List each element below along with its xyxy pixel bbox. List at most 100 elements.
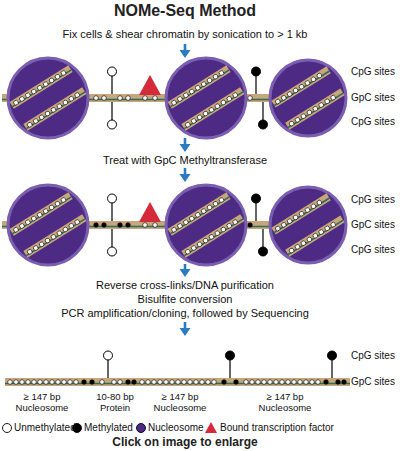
- gpc-unmethylated: [37, 212, 43, 218]
- gpc-unmethylated: [48, 77, 54, 83]
- arrow-head: [180, 144, 191, 152]
- nucleosome: [8, 185, 88, 265]
- lollipop-stem: [262, 102, 263, 120]
- site-label: CpG sites: [351, 66, 400, 78]
- cpg-methylated: [252, 67, 261, 76]
- gpc-unmethylated: [13, 100, 19, 106]
- gpc-unmethylated: [188, 380, 193, 385]
- gpc-unmethylated: [158, 380, 163, 385]
- gpc-unmethylated: [102, 96, 107, 101]
- dna-strand: [168, 192, 231, 235]
- gpc-unmethylated: [218, 197, 224, 203]
- dna-strand: [23, 87, 86, 130]
- cpg-lollipop: [226, 351, 235, 378]
- wrapped-dna: [271, 66, 344, 129]
- gpc-unmethylated: [42, 208, 48, 214]
- gpc-unmethylated: [62, 99, 68, 105]
- gpc-unmethylated: [196, 114, 202, 120]
- dna-strand-line: [288, 220, 343, 254]
- cpg-unmethylated: [108, 120, 117, 129]
- site-label: CpG sites: [351, 194, 400, 206]
- legend-text: Bound transcription factor: [220, 422, 334, 434]
- gpc-unmethylated: [280, 380, 285, 385]
- gpc-unmethylated: [312, 233, 318, 239]
- gpc-unmethylated: [281, 95, 287, 101]
- region-label: ≥ 147 bp Nucleosome: [12, 392, 72, 414]
- gpc-unmethylated: [38, 114, 44, 120]
- gpc-unmethylated: [208, 234, 214, 240]
- legend-swatch: [3, 424, 12, 433]
- gpc-unmethylated: [140, 380, 145, 385]
- lollipop-stem: [107, 360, 108, 378]
- gpc-unmethylated: [8, 380, 13, 385]
- gpc-unmethylated: [25, 219, 31, 225]
- legend-text: Methylated: [84, 422, 133, 434]
- dna-strand-line: [288, 93, 343, 127]
- region-label: ≥ 147 bp Nucleosome: [255, 392, 315, 414]
- gpc-unmethylated: [324, 98, 330, 104]
- gpc-methylated: [102, 223, 107, 228]
- gpc-unmethylated: [42, 81, 48, 87]
- gpc-unmethylated: [262, 380, 267, 385]
- gpc-unmethylated: [74, 219, 80, 225]
- site-label: GpC sites: [351, 92, 400, 104]
- gpc-unmethylated: [275, 98, 281, 104]
- cpg-lollipop: [252, 67, 261, 94]
- gpc-unmethylated: [194, 380, 199, 385]
- cpg-methylated: [252, 194, 261, 203]
- gpc-unmethylated: [50, 380, 55, 385]
- gpc-unmethylated: [44, 237, 50, 243]
- gpc-unmethylated: [195, 212, 201, 218]
- gpc-unmethylated: [318, 102, 324, 108]
- gpc-unmethylated: [232, 219, 238, 225]
- step-text: Bisulfite conversion: [0, 293, 370, 306]
- dna-strand: [181, 214, 244, 257]
- gpc-unmethylated: [195, 85, 201, 91]
- gpc-unmethylated: [54, 74, 60, 80]
- gpc-unmethylated: [206, 204, 212, 210]
- gpc-unmethylated: [183, 219, 189, 225]
- gpc-unmethylated: [143, 223, 148, 228]
- gpc-unmethylated: [206, 77, 212, 83]
- nucleosome: [166, 185, 246, 265]
- gpc-unmethylated: [292, 87, 298, 93]
- gpc-unmethylated: [288, 247, 294, 253]
- gpc-unmethylated: [44, 380, 49, 385]
- gpc-unmethylated: [312, 106, 318, 112]
- step-arrow: [180, 264, 191, 277]
- gpc-unmethylated: [171, 227, 177, 233]
- site-label: CpG sites: [351, 116, 400, 128]
- arrow-head: [180, 269, 191, 277]
- arrow-head: [180, 50, 191, 58]
- transcription-factor: [139, 75, 161, 95]
- step-text: PCR amplification/cloning, followed by S…: [0, 307, 370, 320]
- gpc-methylated: [118, 223, 123, 228]
- cpg-unmethylated: [108, 67, 117, 76]
- gpc-unmethylated: [298, 211, 304, 217]
- gpc-unmethylated: [232, 92, 238, 98]
- gpc-unmethylated: [189, 88, 195, 94]
- histone-core: [8, 185, 88, 265]
- gpc-unmethylated: [189, 215, 195, 221]
- gpc-unmethylated: [164, 380, 169, 385]
- gpc-unmethylated: [304, 207, 310, 213]
- gpc-unmethylated: [292, 214, 298, 220]
- gpc-unmethylated: [56, 380, 61, 385]
- gpc-unmethylated: [126, 96, 131, 101]
- gpc-unmethylated: [54, 201, 60, 207]
- gpc-unmethylated: [94, 96, 99, 101]
- gpc-unmethylated: [153, 96, 158, 101]
- gpc-unmethylated: [316, 199, 322, 205]
- gpc-unmethylated: [300, 240, 306, 246]
- gpc-unmethylated: [281, 222, 287, 228]
- gpc-unmethylated: [185, 122, 191, 128]
- nucleosome: [270, 60, 346, 136]
- lollipop-stem: [255, 76, 256, 94]
- gpc-unmethylated: [183, 92, 189, 98]
- gpc-unmethylated: [200, 81, 206, 87]
- gpc-unmethylated: [68, 223, 74, 229]
- gpc-unmethylated: [50, 234, 56, 240]
- cpg-lollipop: [259, 102, 268, 129]
- histone-core: [166, 58, 246, 138]
- gpc-unmethylated: [244, 380, 249, 385]
